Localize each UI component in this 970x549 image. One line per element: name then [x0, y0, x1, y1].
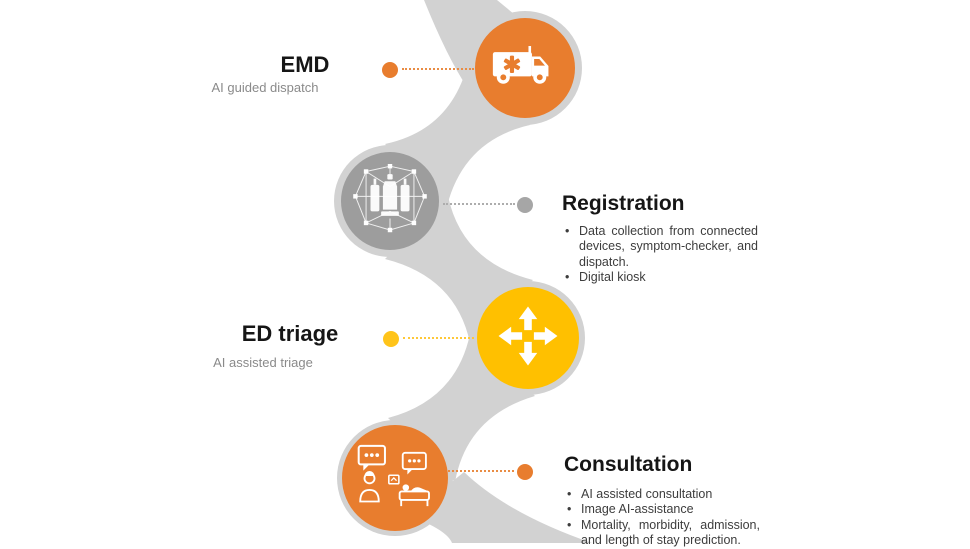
bullet-marker: • — [565, 224, 570, 238]
step-bullets-consultation: • AI assisted consultation • Image AI-as… — [564, 487, 760, 549]
step-title-emd: EMD — [280, 52, 330, 77]
step-subtitle-ed-triage: AI assisted triage — [213, 355, 313, 370]
ambulance-icon — [492, 44, 558, 93]
bullet-text: Digital kiosk — [579, 270, 646, 285]
step-node-registration — [341, 152, 439, 250]
step-title-ed-triage: ED triage — [241, 321, 339, 346]
bullet-marker: • — [565, 270, 570, 285]
bullet-item: • AI assisted consultation — [564, 487, 760, 502]
step-title-registration: Registration — [562, 192, 685, 215]
connector-dot-emd — [382, 62, 398, 78]
step-subtitle-emd: AI guided dispatch — [211, 80, 319, 95]
consultation-icon — [356, 442, 434, 515]
connector-line-registration — [443, 203, 515, 205]
bullet-item: • Data collection from connected devices… — [562, 224, 758, 270]
step-bullets-registration: • Data collection from connected devices… — [562, 224, 758, 286]
step-title-consultation: Consultation — [564, 453, 693, 476]
bullet-text: AI assisted consultation — [581, 487, 713, 501]
connector-line-emd — [402, 68, 474, 70]
bullet-item: • Digital kiosk — [562, 270, 758, 285]
bullet-marker: • — [567, 517, 572, 532]
bullet-text: Image AI-assistance — [581, 502, 694, 517]
step-node-emd — [475, 18, 575, 118]
connected-devices-icon — [349, 160, 431, 243]
connector-dot-ed-triage — [383, 331, 399, 347]
triage-arrows-icon — [496, 304, 560, 373]
connector-line-ed-triage — [403, 337, 474, 339]
bullet-item: • Mortality, morbidity, admission, and l… — [564, 518, 760, 549]
connector-line-consultation — [448, 470, 514, 472]
bullet-marker: • — [567, 502, 572, 517]
step-node-consultation — [342, 425, 448, 531]
bullet-item: • Image AI-assistance — [564, 502, 760, 517]
bullet-marker: • — [567, 487, 572, 501]
bullet-text: Data collection from connected devices, … — [579, 224, 758, 269]
connector-dot-registration — [517, 197, 533, 213]
step-node-ed-triage — [477, 287, 579, 389]
connector-dot-consultation — [517, 464, 533, 480]
